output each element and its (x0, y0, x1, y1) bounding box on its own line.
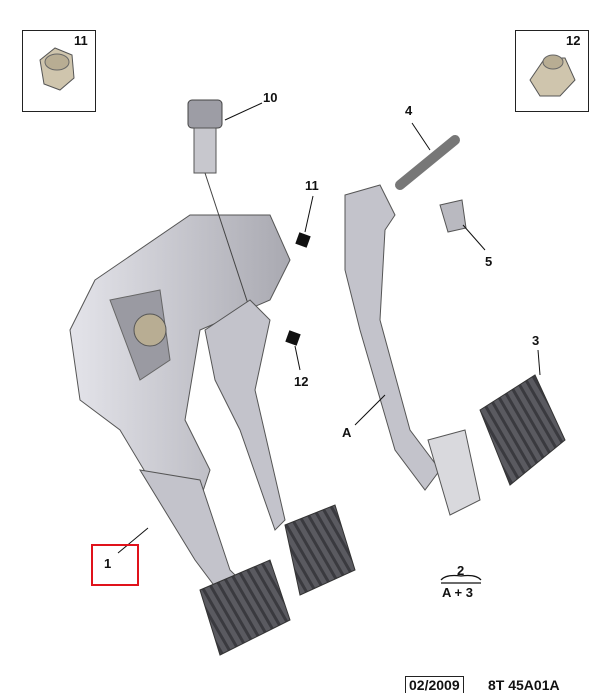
footer-date-text: 02/2009 (405, 676, 464, 693)
footer-date: 02/2009 (405, 676, 464, 693)
nut-11-marker (295, 232, 311, 248)
nut-12-marker (285, 330, 301, 346)
callout-11[interactable]: 11 (305, 178, 319, 193)
callout-4[interactable]: 4 (405, 103, 413, 118)
callout-a[interactable]: A (342, 425, 352, 440)
accelerator-pedal-a (344, 184, 481, 516)
callout-a-plus-3: A + 3 (442, 585, 473, 600)
callout-11-box[interactable]: 11 (74, 33, 88, 48)
callout-12[interactable]: 12 (294, 374, 309, 389)
clip (439, 199, 486, 251)
brake-pedal (204, 299, 356, 596)
highlighted-callout-box (91, 544, 139, 586)
callout-12-box[interactable]: 12 (566, 33, 581, 48)
pedal-pad (479, 349, 566, 486)
brake-light-switch (187, 99, 263, 311)
callout-5[interactable]: 5 (485, 254, 493, 269)
pivot-pin (395, 122, 460, 190)
callout-10[interactable]: 10 (263, 90, 278, 105)
callout-2[interactable]: 2 (457, 563, 465, 578)
pedal-bracket (69, 214, 291, 501)
clutch-pedal (117, 469, 291, 656)
kit-brace (440, 574, 482, 581)
footer-reference: 8T 45A01A (488, 677, 560, 693)
callout-3[interactable]: 3 (532, 333, 540, 348)
callout-1[interactable]: 1 (104, 556, 112, 571)
